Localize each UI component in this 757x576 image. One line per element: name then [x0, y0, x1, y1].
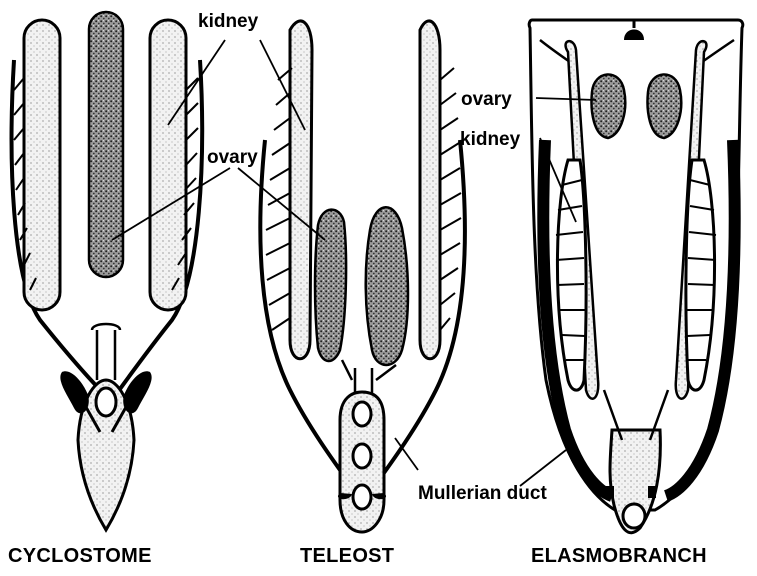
label-ovary-mid: ovary — [207, 148, 258, 167]
teleost-right-ovary — [366, 207, 408, 365]
elasmobranch-diagram — [529, 20, 743, 533]
elasmobranch-shell-gland — [624, 30, 644, 41]
label-kidney-right: kidney — [460, 130, 520, 149]
teleost-left-ovary — [315, 210, 346, 361]
label-mullerian-duct: Mullerian duct — [418, 484, 547, 503]
teleost-right-kidney — [420, 21, 440, 359]
caption-teleost: TELEOST — [300, 546, 394, 566]
cyclostome-left-kidney — [24, 20, 60, 310]
cyclostome-pore — [96, 388, 116, 416]
caption-cyclostome: CYCLOSTOME — [8, 546, 152, 566]
teleost-left-kidney — [290, 21, 312, 359]
cyclostome-right-kidney — [150, 20, 186, 310]
elasmobranch-left-ovary — [592, 74, 626, 138]
elasmobranch-right-ovary — [648, 74, 682, 138]
teleost-diagram — [260, 21, 465, 532]
elasmobranch-left-kidney — [557, 160, 586, 390]
elasmobranch-right-kidney — [686, 160, 715, 390]
label-ovary-right: ovary — [461, 90, 512, 109]
caption-elasmobranch: ELASMOBRANCH — [531, 546, 707, 566]
cyclostome-diagram — [12, 12, 203, 530]
label-kidney-top: kidney — [198, 12, 258, 31]
